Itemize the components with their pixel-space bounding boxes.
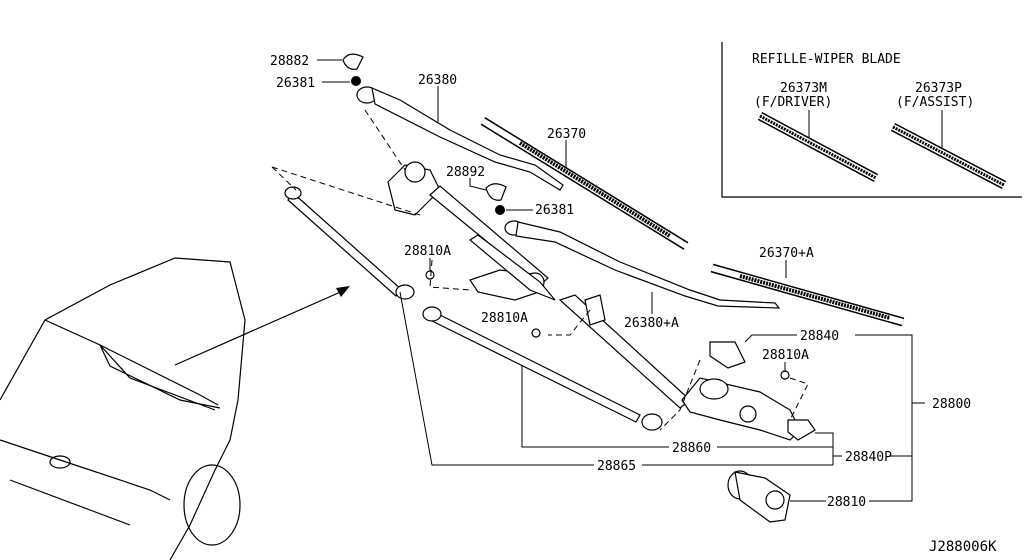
label-nut-2: 26381: [535, 203, 574, 218]
label-nut-1: 26381: [276, 76, 315, 91]
label-link-1: 28860: [672, 441, 711, 456]
label-link-2: 28865: [597, 459, 636, 474]
wiper-blade-driver: [480, 117, 689, 250]
bolt-icon: [531, 328, 541, 338]
label-blade-assist: 26370+A: [759, 246, 814, 261]
wiper-blade-assist: [710, 263, 905, 327]
refill-title: REFILLE-WIPER BLADE: [752, 52, 901, 67]
bolt-icon: [780, 370, 790, 380]
nut-icon: [351, 76, 361, 86]
refill-driver-note: (F/DRIVER): [754, 95, 832, 110]
refill-driver-strip: [757, 112, 879, 182]
bracket-28840: [709, 341, 746, 369]
refill-assist-note: (F/ASSIST): [896, 95, 974, 110]
label-assembly: 28800: [932, 397, 971, 412]
diagram-id: J288006K: [929, 539, 997, 555]
label-motor: 28810: [827, 495, 866, 510]
nut-icon: [495, 205, 505, 215]
label-bolt-1: 28810A: [404, 244, 451, 259]
wiper-arm-driver: [356, 86, 564, 191]
cap-icon: [342, 53, 364, 70]
label-bracket-p: 28840P: [845, 450, 892, 465]
label-blade-driver: 26370: [547, 127, 586, 142]
wiper-motor: [727, 470, 791, 523]
label-bolt-3: 28810A: [762, 348, 809, 363]
label-cap-1: 28882: [270, 54, 309, 69]
refill-assist-part: 26373P: [915, 81, 962, 96]
vehicle-outline: [0, 257, 246, 560]
linkage-assembly: [284, 161, 816, 441]
label-bolt-2: 28810A: [481, 311, 528, 326]
label-bracket: 28840: [800, 329, 839, 344]
label-cap-2: 28892: [446, 165, 485, 180]
cap-icon: [485, 183, 507, 201]
refill-driver-part: 26373M: [780, 81, 827, 96]
leader-lines: [317, 59, 925, 502]
label-arm-assist: 26380+A: [624, 316, 679, 331]
bolt-icon: [425, 270, 435, 280]
pointer-arrow: [174, 289, 346, 366]
label-arm-driver: 26380: [418, 73, 457, 88]
refill-box: REFILLE-WIPER BLADE 26373M (F/DRIVER) 26…: [721, 42, 1022, 198]
wiper-arm-assist: [504, 220, 781, 309]
refill-assist-strip: [890, 123, 1007, 189]
